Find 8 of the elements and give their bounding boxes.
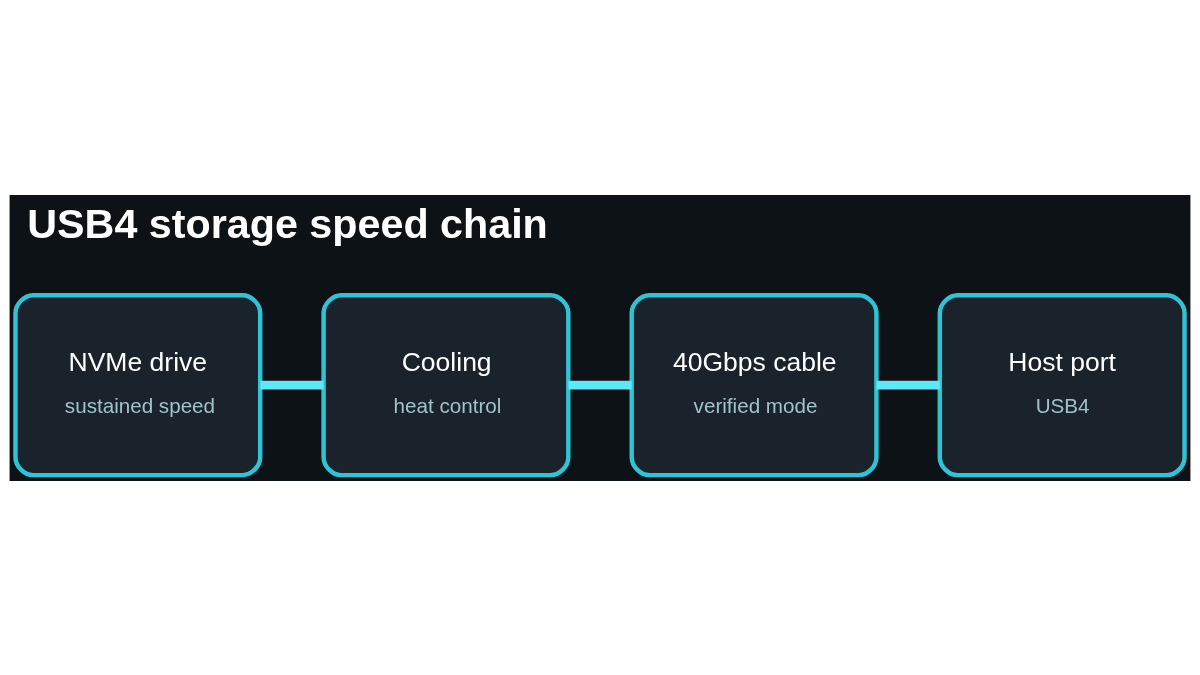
connector <box>260 380 324 390</box>
node-box: Cooling heat control <box>321 292 571 477</box>
diagram-title: USB4 storage speed chain <box>27 200 548 247</box>
node-box: 40Gbps cable verified mode <box>629 292 879 477</box>
node-box: NVMe drive sustained speed <box>13 292 263 477</box>
connector <box>876 380 940 390</box>
node-box: Host port USB4 <box>937 292 1187 477</box>
connector <box>568 380 632 390</box>
